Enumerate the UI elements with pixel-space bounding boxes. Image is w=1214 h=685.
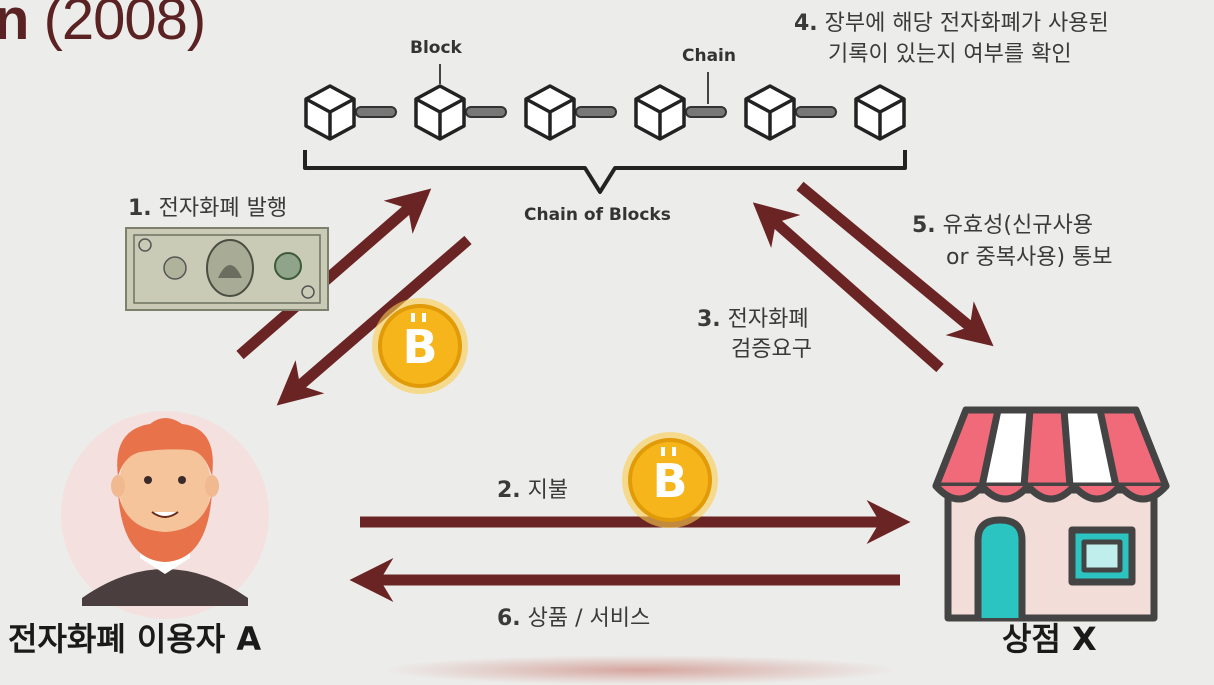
step-4-label: 4. 장부에 해당 전자화폐가 사용된 기록이 있는지 여부를 확인 bbox=[794, 8, 1109, 70]
cube-block-icon bbox=[414, 84, 466, 141]
svg-text:B: B bbox=[652, 454, 687, 508]
step-1-text: 전자화폐 발행 bbox=[158, 196, 288, 221]
step-4-num: 4. bbox=[794, 11, 818, 36]
cube-block-icon bbox=[524, 84, 576, 141]
step-5-num: 5. bbox=[912, 213, 936, 238]
step-5-line1: 유효성(신규사용 bbox=[942, 213, 1093, 238]
title-prefix: n bbox=[0, 0, 29, 52]
store-x-label: 상점 X bbox=[1002, 620, 1097, 658]
page-title: n (2008) bbox=[0, 0, 207, 53]
step-3-num: 3. bbox=[697, 307, 721, 332]
step-5-line2: or 중복사용) 통보 bbox=[946, 245, 1113, 270]
diagram-graphics: B B bbox=[61, 64, 1170, 622]
step-6-label: 6. 상품 / 서비스 bbox=[497, 600, 650, 632]
chain-of-blocks-label: Chain of Blocks bbox=[524, 205, 671, 225]
bottom-decoration bbox=[380, 655, 900, 685]
cube-block-icon bbox=[854, 84, 906, 141]
person-avatar-icon bbox=[61, 411, 269, 619]
arrow-validity-notice bbox=[796, 181, 994, 347]
arrow-issue-return bbox=[276, 235, 472, 406]
chain-brace bbox=[303, 150, 907, 194]
cube-block-icon bbox=[744, 84, 796, 141]
step-1-label: 1. 전자화폐 발행 bbox=[128, 190, 287, 222]
step-3-line1: 전자화폐 bbox=[727, 307, 809, 332]
step-2-num: 2. bbox=[497, 478, 521, 503]
cube-block-icon bbox=[304, 84, 356, 141]
blockchain-row bbox=[304, 84, 906, 141]
arrow-verify-request bbox=[752, 202, 944, 373]
step-5-label: 5. 유효성(신규사용 or 중복사용) 통보 bbox=[912, 210, 1113, 274]
step-2-label: 2. 지불 bbox=[497, 472, 568, 504]
step-6-text: 상품 / 서비스 bbox=[527, 606, 651, 631]
step-4-line2: 기록이 있는지 여부를 확인 bbox=[828, 42, 1072, 67]
dollar-bill-icon bbox=[125, 227, 329, 311]
step-2-text: 지불 bbox=[527, 478, 569, 503]
step-6-num: 6. bbox=[497, 606, 521, 631]
step-3-line2: 검증요구 bbox=[731, 337, 812, 362]
block-label: Block bbox=[410, 38, 462, 58]
store-icon bbox=[932, 406, 1170, 622]
step-4-line1: 장부에 해당 전자화폐가 사용된 bbox=[824, 11, 1109, 36]
title-year: (2008) bbox=[43, 0, 207, 52]
svg-text:B: B bbox=[402, 320, 437, 374]
cube-block-icon bbox=[634, 84, 686, 141]
chain-link-icon bbox=[355, 106, 837, 118]
step-1-num: 1. bbox=[128, 196, 152, 221]
flow-arrows bbox=[236, 181, 994, 602]
bitcoin-coin-icon: B bbox=[372, 298, 468, 394]
chain-label: Chain bbox=[682, 46, 736, 66]
bitcoin-coin-icon: B bbox=[622, 432, 718, 528]
user-a-label: 전자화폐 이용자 A bbox=[8, 620, 262, 658]
step-3-label: 3. 전자화폐 검증요구 bbox=[697, 305, 812, 365]
